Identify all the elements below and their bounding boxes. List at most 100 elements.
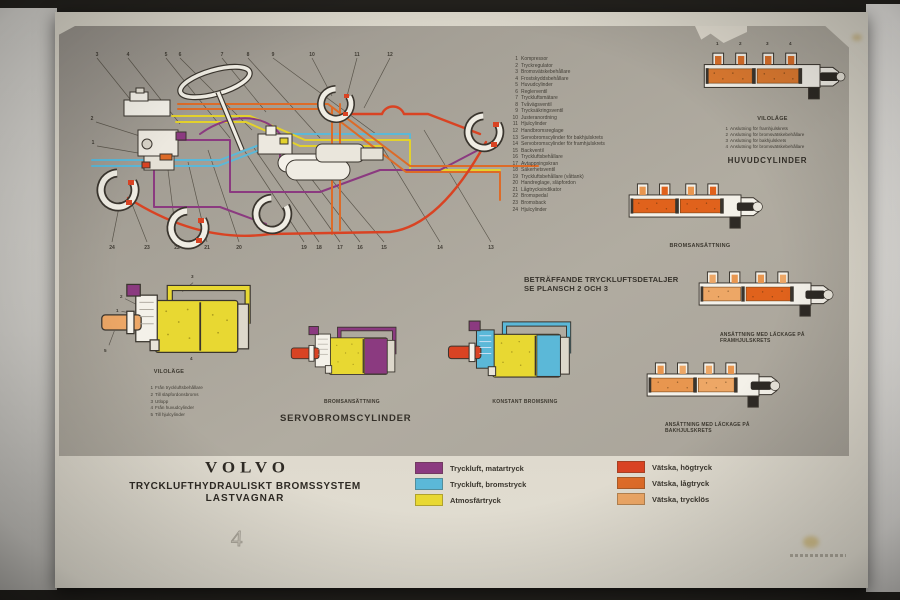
label-line: FRAMHJULSKRETS bbox=[720, 338, 771, 345]
legend-label: Atmosfärtryck bbox=[450, 495, 501, 505]
label-line: ANSÄTTNING MED LÄCKAGE PÅ bbox=[720, 332, 805, 338]
callout-label: Anslutning för bakhjulskrets bbox=[730, 137, 787, 143]
legend-label: Tryckluft, bromstryck bbox=[450, 479, 527, 489]
main-brake-system-diagram: 3 4 5 6 7 8 9 10 11 12 2 1 24 23 22 21 2… bbox=[80, 42, 550, 277]
poster-subtitle: LASTVAGNAR bbox=[205, 493, 285, 504]
part-num: 7 bbox=[515, 95, 518, 102]
legend-swatch-matartryck bbox=[415, 462, 443, 474]
callout-num: 3 bbox=[725, 137, 728, 143]
stain-top-right bbox=[852, 34, 862, 41]
port-number: 1 bbox=[716, 41, 719, 46]
part-label: Servobromscylinder för framhjulskrets bbox=[521, 141, 605, 148]
callout-label: Från tryckluftsbehållare bbox=[155, 385, 203, 390]
part-num: 1 bbox=[515, 56, 518, 62]
callout-num: 1 bbox=[150, 385, 153, 390]
callout-num: 5 bbox=[150, 412, 153, 418]
part-number: 10 bbox=[309, 52, 315, 58]
hc-state-braking-label: BROMSANSÄTTNING bbox=[669, 243, 731, 249]
legend-item: Atmosfärtryck bbox=[415, 494, 501, 506]
part-number: 16 bbox=[357, 245, 363, 251]
huvudcylinder-leak-rear-diagram bbox=[643, 356, 788, 418]
part-num: 15 bbox=[512, 147, 518, 154]
callout-label: Anslutning för bromsvätskebehållare bbox=[730, 143, 805, 149]
part-label: Tryckluftsbehållare (våttank) bbox=[521, 173, 584, 180]
callout-label: Från huvudcylinder bbox=[155, 405, 195, 411]
part-label: Handbromsreglage bbox=[521, 128, 564, 135]
part-label: Bromsvätskebehållare bbox=[521, 69, 571, 76]
part-num: 14 bbox=[512, 141, 518, 148]
part-label: Reglerventil bbox=[521, 88, 548, 95]
part-label: Lågtrycksindikator bbox=[521, 186, 562, 193]
legend-item: Tryckluft, bromstryck bbox=[415, 478, 526, 490]
part-num: 3 bbox=[515, 69, 518, 76]
section-heading-huvudcylinder: HUVUDCYLINDER bbox=[727, 156, 808, 165]
part-number: 18 bbox=[316, 245, 322, 251]
legend-swatch-atmosfartryck bbox=[415, 494, 443, 506]
callout-label: Till släpfordonsbroms bbox=[155, 391, 199, 397]
part-num: 13 bbox=[512, 134, 518, 141]
servo-state-braking-label: BROMSANSÄTTNING bbox=[324, 399, 380, 405]
part-num: 5 bbox=[515, 82, 518, 89]
part-number: 3 bbox=[95, 52, 99, 58]
label-line: ANSÄTTNING MED LÄCKAGE PÅ bbox=[665, 422, 750, 428]
callout-num: 3 bbox=[150, 398, 153, 404]
part-label: Hjulcylinder bbox=[521, 206, 547, 213]
servo-callout-number: 4 bbox=[190, 356, 193, 361]
part-num: 17 bbox=[512, 160, 518, 167]
part-label: Bromspedal bbox=[521, 193, 548, 200]
part-num: 19 bbox=[512, 173, 518, 180]
legend-swatch-hogtryck bbox=[617, 461, 645, 473]
part-number: 4 bbox=[126, 52, 130, 58]
part-num: 21 bbox=[512, 186, 518, 193]
stain-bottom-right bbox=[803, 536, 819, 548]
part-number: 13 bbox=[488, 245, 494, 251]
part-num: 2 bbox=[515, 62, 518, 69]
section-heading-servobromscylinder: SERVOBROMSCYLINDER bbox=[280, 413, 412, 424]
part-label: Huvudcylinder bbox=[521, 82, 553, 89]
callout-label: Till hjulcylinder bbox=[155, 412, 185, 418]
note-text: BETRÄFFANDE TRYCKLUFTSDETALJER SE PLANSC… bbox=[524, 275, 679, 294]
part-number: 23 bbox=[144, 245, 150, 251]
part-number: 20 bbox=[236, 245, 242, 251]
huvudcylinder-leak-front-diagram bbox=[695, 265, 840, 327]
part-number: 21 bbox=[204, 245, 210, 251]
chassis-schematic-drawing bbox=[91, 57, 539, 250]
callout-num: 4 bbox=[150, 405, 153, 411]
servo-callout-number: 3 bbox=[191, 274, 194, 279]
title-block: VOLVO TRYCKLUFTHYDRAULISKT BROMSSYSTEM L… bbox=[110, 458, 380, 504]
legend-swatch-bromstryck bbox=[415, 478, 443, 490]
callout-num: 2 bbox=[150, 391, 153, 397]
label-line: BAKHJULSKRETS bbox=[665, 428, 712, 435]
legend-label: Tryckluft, matartryck bbox=[450, 463, 524, 473]
callout-num: 1 bbox=[725, 126, 728, 131]
volvo-logo: VOLVO bbox=[204, 458, 291, 477]
legend-label: Vätska, lågtryck bbox=[652, 478, 710, 488]
servo-callout-number: 2 bbox=[120, 294, 123, 299]
legend-item: Vätska, högtryck bbox=[617, 461, 712, 473]
legend-swatch-lagtryck bbox=[617, 477, 645, 489]
part-num: 10 bbox=[512, 114, 518, 121]
part-num: 16 bbox=[512, 154, 518, 161]
legend-item: Vätska, trycklös bbox=[617, 493, 709, 505]
part-label: Tryckluftsmätare bbox=[521, 95, 558, 102]
part-label: Hjulcylinder bbox=[521, 121, 547, 128]
print-imprint bbox=[790, 554, 846, 557]
